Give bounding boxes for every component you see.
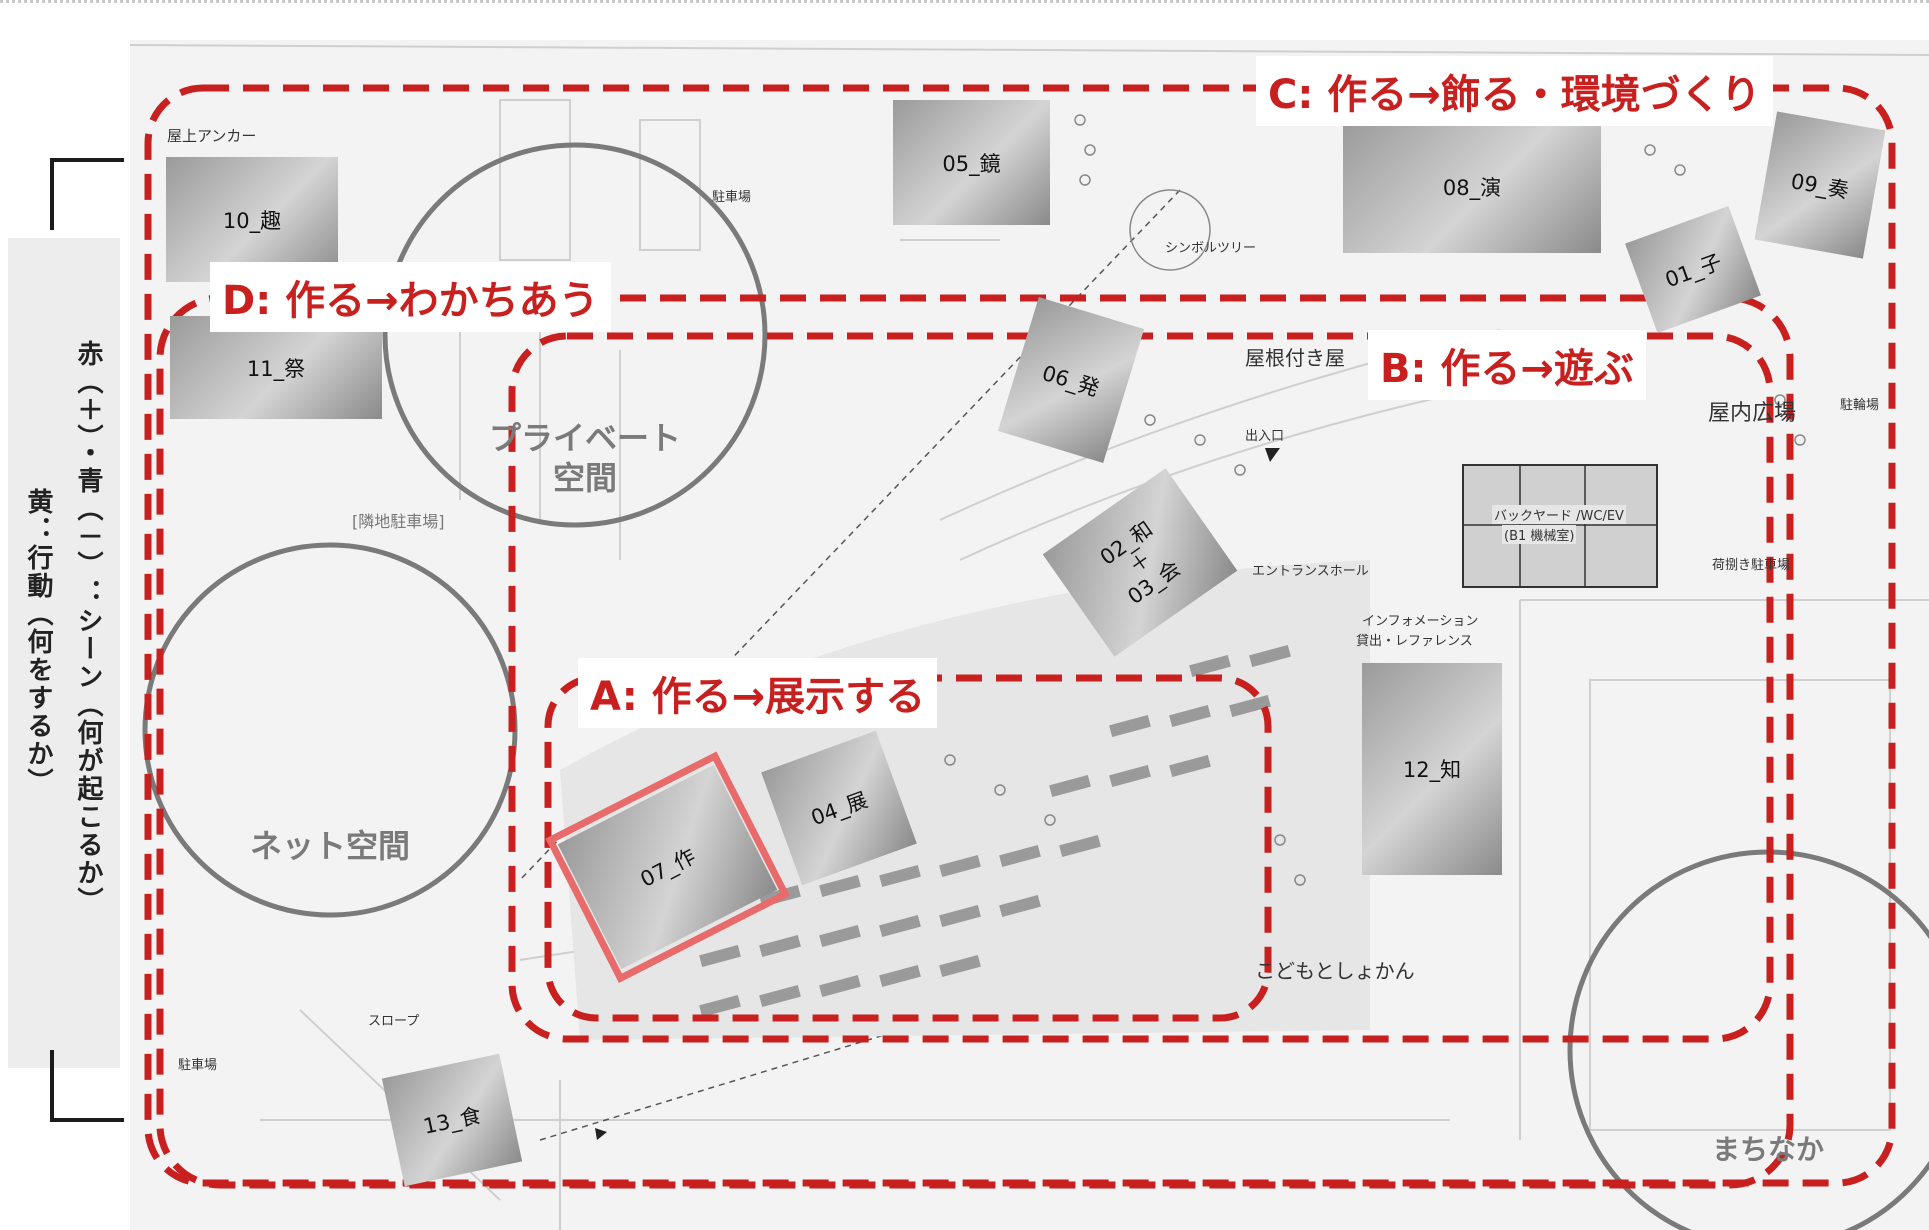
- backyard-label-line2: (B1 機械室): [1502, 525, 1577, 544]
- scene-09-label: 09_奏: [1789, 169, 1851, 203]
- slope-label: スロープ: [368, 1014, 420, 1029]
- parking-label-top: 駐車場: [712, 190, 752, 205]
- backyard-label-line1: バックヤード /WC/EV: [1492, 505, 1626, 524]
- private-space-label-line2: 空間: [552, 459, 617, 497]
- entrance-label: 出入口: [1245, 429, 1285, 444]
- legend-line-scene: 赤（＋）・青（－）：シーン（何が起こるか）: [73, 340, 103, 915]
- zone-b-tag: B: 作る→遊ぶ: [1368, 330, 1646, 400]
- zone-a-tag: A: 作る→展示する: [578, 658, 938, 728]
- scene-01-label: 01_子: [1661, 249, 1725, 292]
- information-label-line1: インフォメーション: [1362, 614, 1479, 629]
- scene-10-label: 10_趣: [222, 208, 282, 233]
- bicycle-parking-label: 駐輪場: [1840, 398, 1880, 413]
- information-label-line2: 貸出・レファレンス: [1356, 634, 1473, 649]
- legend-panel: [8, 238, 120, 1068]
- roofed-house-label: 屋根付き屋: [1245, 346, 1345, 370]
- scene-07-label: 07_作: [636, 843, 700, 892]
- symbol-tree-label: シンボルツリー: [1165, 241, 1257, 256]
- private-space-label-line1: プライベート: [488, 419, 681, 457]
- private-space-label: プライベート 空間: [470, 418, 700, 498]
- entrance-hall-label: エントランスホール: [1252, 564, 1369, 579]
- scene-05-photo: 05_鏡: [893, 100, 1050, 225]
- scene-04-label: 04_展: [807, 787, 871, 831]
- scene-10-photo: 10_趣: [166, 157, 338, 282]
- scene-08-label: 08_演: [1442, 175, 1502, 200]
- top-divider: [0, 0, 1929, 3]
- indoor-plaza-label: 屋内広場: [1708, 401, 1797, 426]
- legend-line-action: 黄：行動（何をするか）: [23, 488, 53, 796]
- rooftop-anchor-label: 屋上アンカー: [167, 127, 257, 145]
- zone-d-tag: D: 作る→わかちあう: [210, 262, 611, 332]
- scene-12-photo: 12_知: [1362, 663, 1502, 875]
- kids-library-label: こどもとしょかん: [1255, 959, 1415, 983]
- scene-09-photo: 09_奏: [1754, 111, 1886, 259]
- neighbor-parking-label: [隣地駐車場]: [352, 512, 445, 531]
- scene-11-photo: 11_祭: [170, 316, 382, 419]
- scene-06-label: 06_発: [1039, 360, 1103, 401]
- town-label: まちなか: [1711, 1133, 1824, 1166]
- loading-parking-label: 荷捌き駐車場: [1712, 558, 1791, 573]
- legend-bracket-top: [50, 158, 124, 230]
- scene-12-label: 12_知: [1402, 758, 1462, 782]
- scene-05-label: 05_鏡: [942, 151, 1001, 176]
- scene-13-label: 13_食: [421, 1103, 484, 1139]
- net-space-label: ネット空間: [249, 827, 410, 865]
- scene-08-photo: 08_演: [1343, 120, 1601, 253]
- scene-11-label: 11_祭: [246, 356, 306, 381]
- zone-c-tag: C: 作る→飾る・環境づくり: [1256, 56, 1773, 126]
- legend-bracket-bottom: [50, 1050, 124, 1122]
- parking-label-bottom: 駐車場: [178, 1058, 218, 1073]
